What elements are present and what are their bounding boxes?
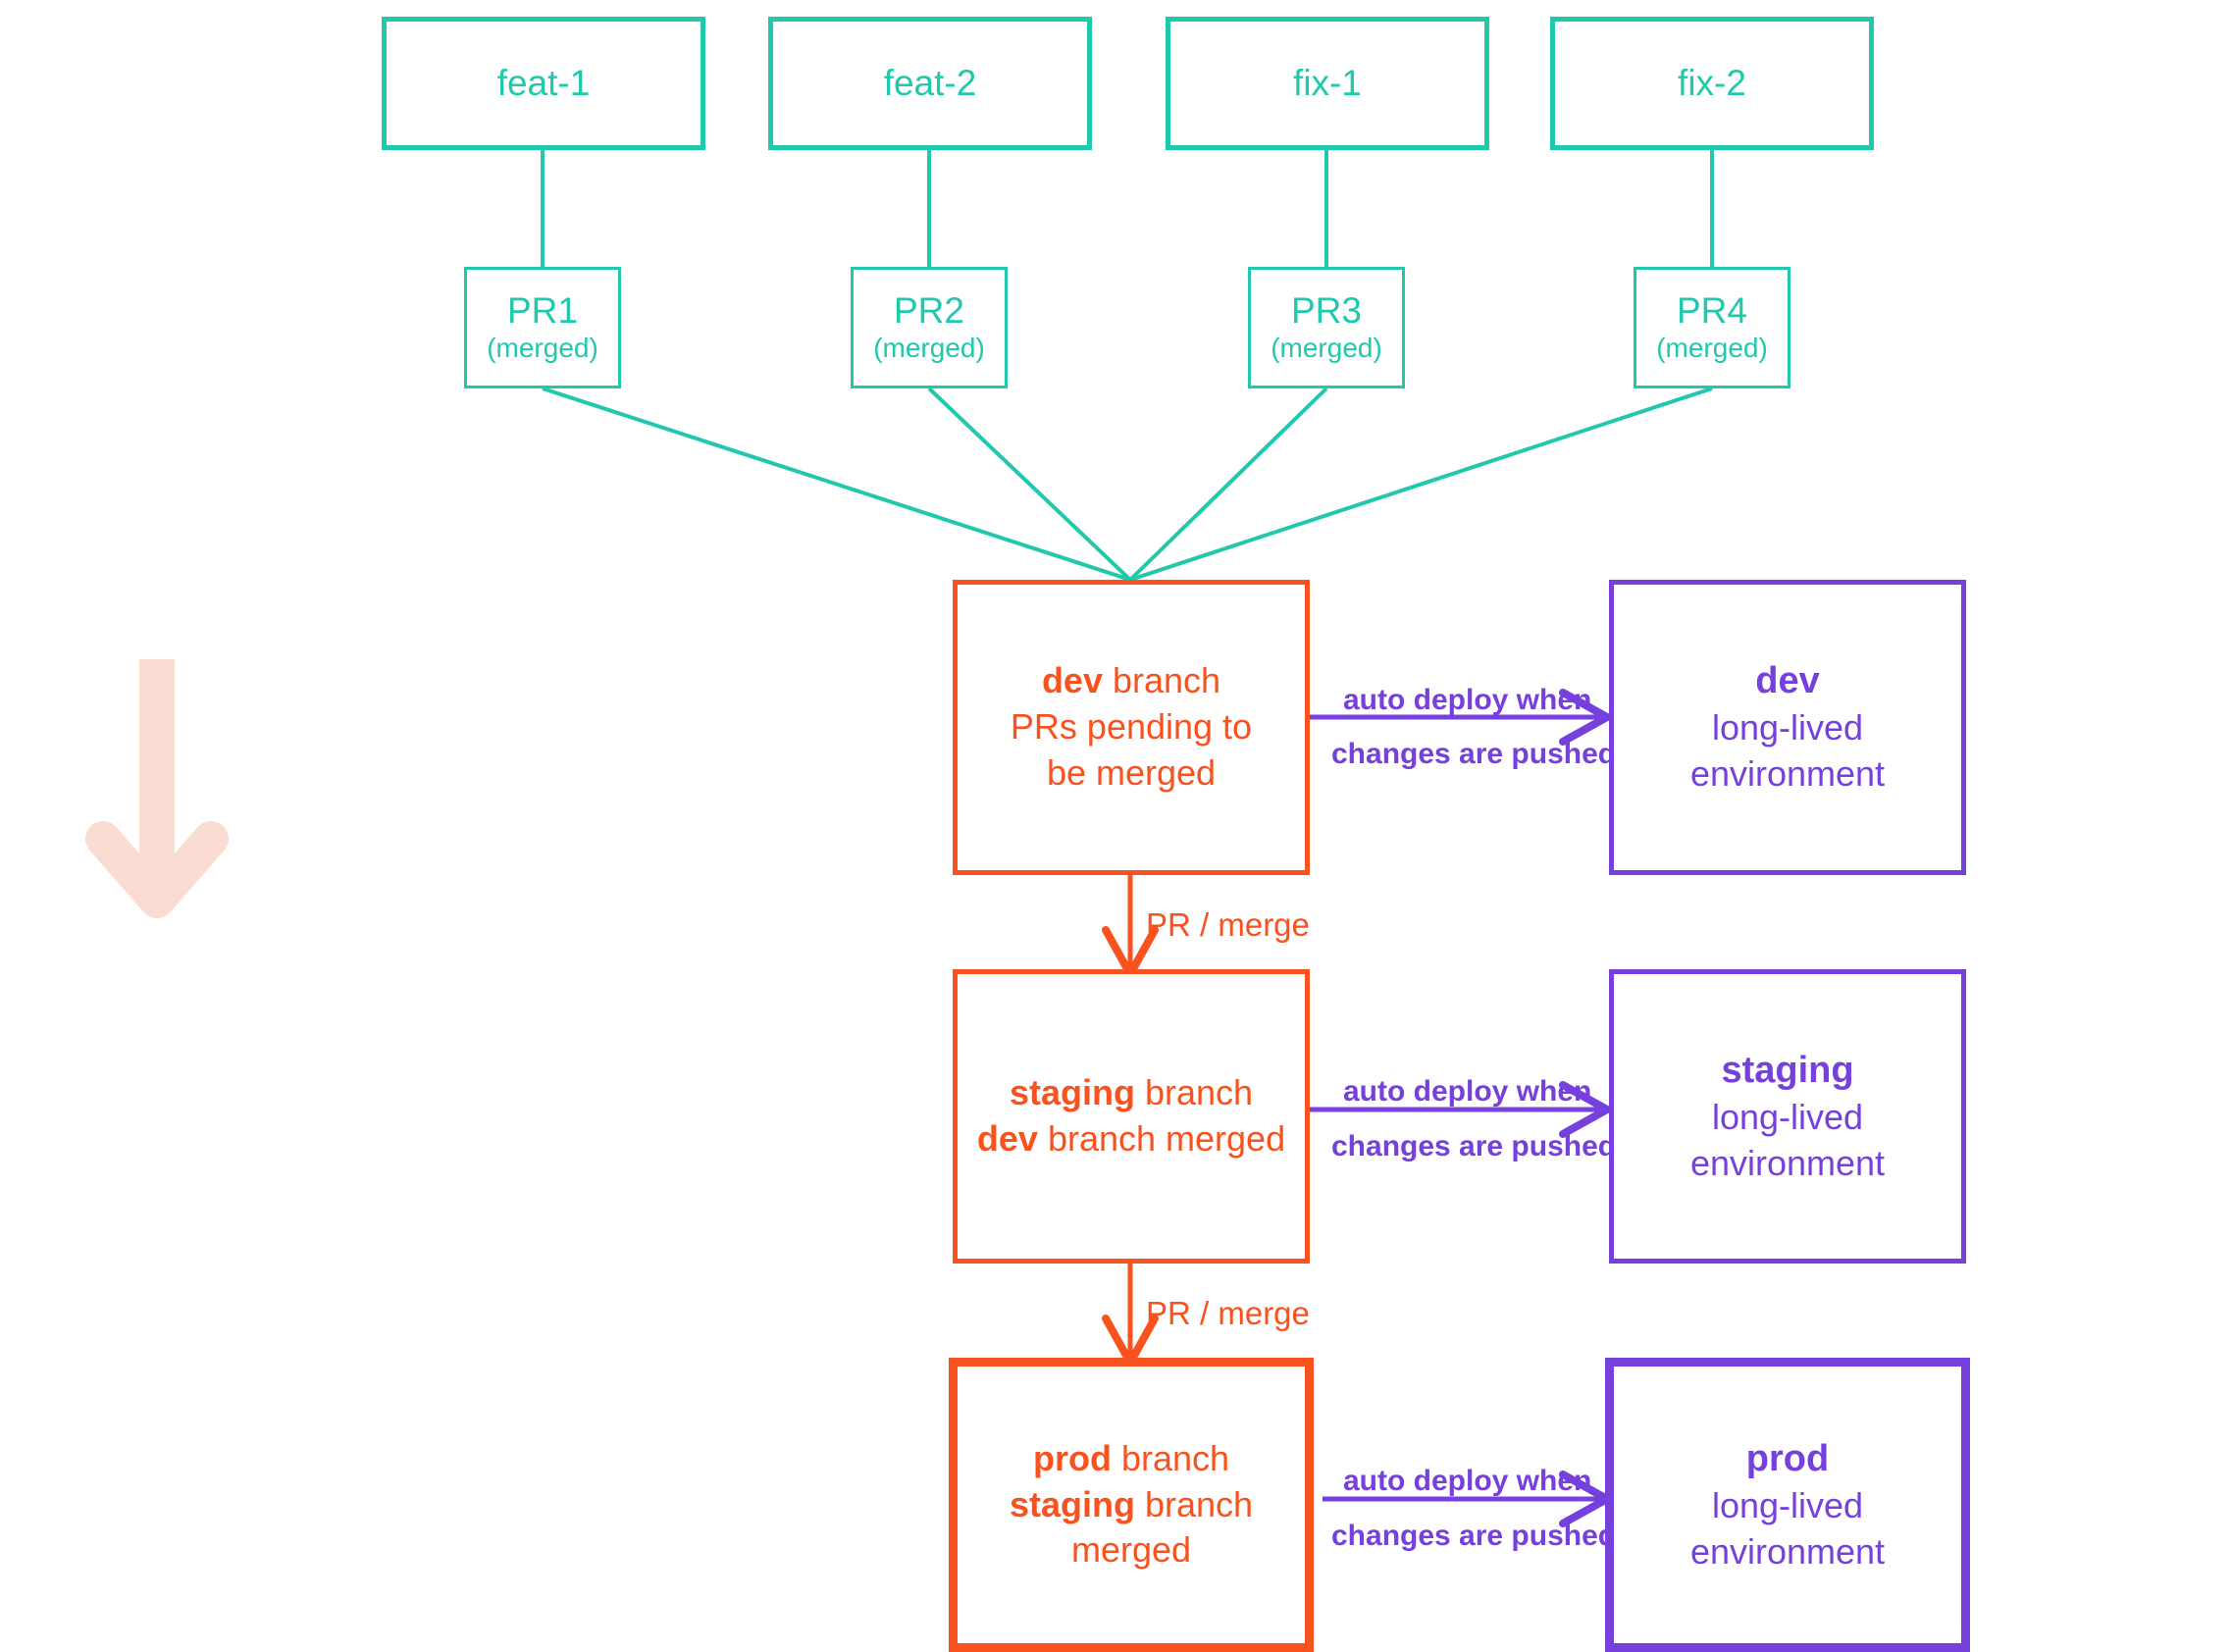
branch-desc-line-1: staging branch [1010, 1482, 1253, 1528]
branch-title-staging: staging branch [1010, 1070, 1253, 1116]
feature-branch-box-fix-1[interactable]: fix-1 [1166, 17, 1489, 150]
deploy-label-staging-top: auto deploy when [1343, 1075, 1592, 1108]
connector-pr2-dev [927, 387, 1132, 582]
feature-branch-label: feat-1 [496, 63, 591, 103]
branch-desc-line-2: be merged [1046, 751, 1217, 793]
deploy-label-prod-bottom: changes are pushed [1331, 1520, 1617, 1552]
pull-request-box-pr1[interactable]: PR1 (merged) [464, 267, 621, 388]
environment-sub-line-2: environment [1689, 1530, 1886, 1572]
pr-status: (merged) [1656, 333, 1768, 364]
deploy-label-dev-top: auto deploy when [1343, 684, 1592, 716]
deploy-label-prod-top: auto deploy when [1343, 1465, 1592, 1497]
pull-request-box-pr4[interactable]: PR4 (merged) [1634, 267, 1790, 388]
branch-desc-rest: branch merged [1037, 1118, 1286, 1159]
pr-title: PR1 [507, 290, 578, 332]
branch-title-dev: dev branch [1042, 658, 1220, 704]
feature-to-pr-connectors [541, 150, 1714, 267]
pr-status: (merged) [873, 333, 985, 364]
pr-title: PR2 [894, 290, 964, 332]
branch-name: prod [1032, 1437, 1112, 1478]
downward-flow-arrow [85, 659, 229, 918]
branch-title-prod: prod branch [1033, 1436, 1229, 1482]
branch-box-staging[interactable]: staging branch dev branch merged [953, 969, 1310, 1264]
branch-name: dev [1041, 660, 1103, 701]
deploy-label-staging-bottom: changes are pushed [1331, 1130, 1617, 1162]
branch-box-dev[interactable]: dev branch PRs pending to be merged [953, 580, 1310, 875]
environment-box-prod[interactable]: prod long-lived environment [1605, 1358, 1970, 1652]
environment-sub-line-1: long-lived [1711, 1484, 1864, 1525]
pr-title: PR4 [1677, 290, 1747, 332]
pr-status: (merged) [487, 333, 598, 364]
branch-desc-bold: staging [1009, 1483, 1135, 1524]
feature-branch-label: fix-2 [1678, 63, 1746, 103]
pull-request-box-pr3[interactable]: PR3 (merged) [1248, 267, 1405, 388]
environment-name: prod [1745, 1437, 1830, 1479]
merge-label-staging-prod: PR / merge [1146, 1295, 1310, 1331]
connector-pr1-dev [542, 387, 1131, 582]
connector-pr3-dev [1128, 387, 1328, 582]
branch-desc-line-2: merged [1070, 1529, 1192, 1571]
environment-sub-line-2: environment [1689, 1142, 1886, 1183]
branch-name-suffix: branch [1134, 1072, 1254, 1113]
pull-request-box-pr2[interactable]: PR2 (merged) [851, 267, 1008, 388]
branch-desc-rest: branch [1134, 1483, 1254, 1524]
environment-box-dev[interactable]: dev long-lived environment [1609, 580, 1966, 875]
feature-branch-box-fix-2[interactable]: fix-2 [1550, 17, 1874, 150]
pr-status: (merged) [1271, 333, 1382, 364]
environment-sub-line-2: environment [1689, 753, 1886, 795]
branch-name-suffix: branch [1102, 660, 1221, 701]
feature-branch-box-feat-1[interactable]: feat-1 [382, 17, 705, 150]
branch-name: staging [1009, 1072, 1135, 1113]
branch-desc-line-1: dev branch merged [977, 1116, 1285, 1162]
deploy-label-dev-bottom: changes are pushed [1331, 738, 1617, 770]
branch-desc-line-1: PRs pending to [1010, 706, 1253, 748]
pr-title: PR3 [1291, 290, 1362, 332]
feature-branch-box-feat-2[interactable]: feat-2 [768, 17, 1092, 150]
feature-branch-label: fix-1 [1293, 63, 1362, 103]
connector-pr4-dev [1129, 387, 1713, 582]
environment-name: dev [1755, 660, 1820, 701]
environment-name: staging [1721, 1049, 1854, 1091]
branch-name-suffix: branch [1111, 1437, 1230, 1478]
pr-to-dev-connectors [542, 387, 1713, 582]
deploy-arrows [1310, 689, 1611, 1527]
environment-box-staging[interactable]: staging long-lived environment [1609, 969, 1966, 1264]
environment-sub-line-1: long-lived [1711, 1096, 1864, 1137]
branch-desc-bold: dev [976, 1118, 1038, 1159]
feature-branch-label: feat-2 [883, 63, 977, 103]
merge-label-dev-staging: PR / merge [1146, 906, 1310, 943]
environment-sub-line-1: long-lived [1711, 707, 1864, 749]
branch-box-prod[interactable]: prod branch staging branch merged [949, 1358, 1314, 1652]
